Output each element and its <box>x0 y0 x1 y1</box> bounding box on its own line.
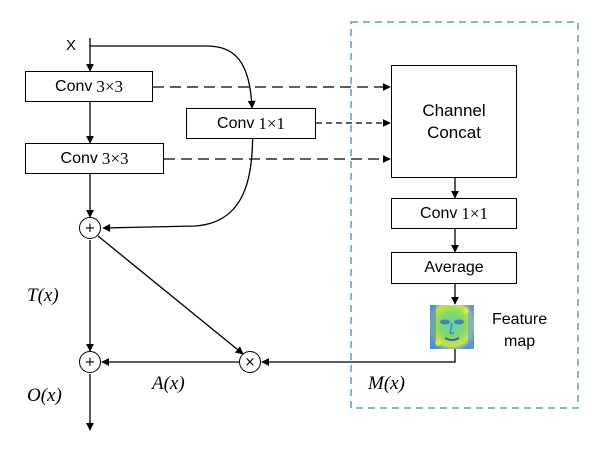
conv3x3-top-kernel: 3×3 <box>96 76 123 96</box>
concat-line1: Channel <box>422 100 486 120</box>
feature-map-label: Feature map <box>492 309 547 353</box>
channel-concat-block: Channel Concat <box>391 65 517 178</box>
math-label-m: M(x) <box>368 373 405 394</box>
multiply-operator: × <box>239 351 261 373</box>
average-block: Average <box>391 252 517 284</box>
math-label-a: A(x) <box>152 373 185 394</box>
input-label: X <box>66 37 77 54</box>
add-operator-top: + <box>79 217 101 239</box>
average-label: Average <box>424 259 484 276</box>
conv3x3-top-name: Conv <box>55 77 93 95</box>
conv1x1-mid-kernel: 1×1 <box>258 113 285 133</box>
skip-top-line <box>90 45 256 109</box>
conv1x1-mid-name: Conv <box>217 114 255 132</box>
conv1x1-branch-name: Conv <box>420 204 458 222</box>
feature-map-line2: map <box>504 333 536 350</box>
feature-map-line1: Feature <box>492 311 548 328</box>
add-operator-bottom: + <box>79 351 101 373</box>
attention-region-box <box>350 21 579 409</box>
arrow-feature-to-mul <box>261 349 456 366</box>
math-label-o: O(x) <box>27 385 62 406</box>
concat-line2: Concat <box>427 122 481 142</box>
conv3x3-bottom-kernel: 3×3 <box>101 148 129 168</box>
math-label-t: T(x) <box>27 285 59 306</box>
conv3x3-bottom-name: Conv <box>60 149 98 167</box>
arrow-add1-to-mul <box>97 235 244 355</box>
feature-map-image <box>430 305 474 349</box>
conv1x1-branch-kernel: 1×1 <box>461 203 488 223</box>
